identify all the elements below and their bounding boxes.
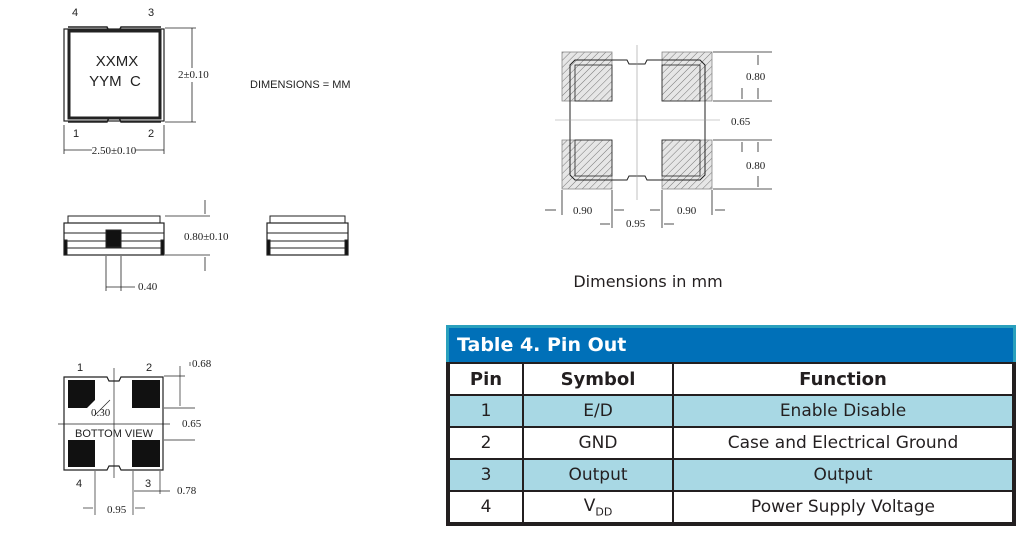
pin-label-2: 2	[148, 128, 154, 140]
land-pattern-caption: Dimensions in mm	[573, 272, 723, 291]
pin-cell: 3	[448, 458, 524, 492]
bottom-view: 1 2 3 4 BOTTOM VIEW 0.68 0.65 0.78 0.95 …	[58, 358, 212, 516]
bottom-pin-label-2: 2	[146, 362, 152, 374]
symbol-cell: VDD	[522, 490, 674, 524]
function-cell: Power Supply Voltage	[672, 490, 1014, 524]
land-dim-0-95: 0.95	[626, 218, 646, 230]
symbol-cell: E/D	[522, 394, 674, 428]
pin-label-1: 1	[73, 128, 79, 140]
dim-0-65: 0.65	[182, 418, 202, 430]
pin-cell: 1	[448, 394, 524, 428]
height-dim: 2±0.10	[178, 69, 209, 81]
table-row: 4 VDD Power Supply Voltage	[448, 490, 1014, 524]
land-dim-0-65: 0.65	[731, 116, 751, 128]
pin-cell: 4	[448, 490, 524, 524]
dim-0-30: 0.30	[91, 407, 111, 419]
table-header-row: Pin Symbol Function	[448, 362, 1014, 396]
width-dim: 2.50±0.10	[92, 145, 137, 157]
symbol-subscript: DD	[595, 505, 613, 519]
function-cell: Enable Disable	[672, 394, 1014, 428]
land-dim-0-80-top: 0.80	[746, 71, 766, 83]
table-row: 1 E/D Enable Disable	[448, 394, 1014, 428]
table-row: 2 GND Case and Electrical Ground	[448, 426, 1014, 460]
dimensions-note: DIMENSIONS = MM	[250, 79, 351, 91]
dim-0-68: 0.68	[192, 358, 212, 370]
symbol-cell: GND	[522, 426, 674, 460]
pad-width-dim: 0.40	[138, 281, 158, 293]
symbol-main: V	[583, 495, 596, 516]
bottom-pin-label-3: 3	[145, 478, 151, 490]
land-dim-0-90-left: 0.90	[573, 205, 593, 217]
top-view: XXMX YYM C 1 2 3 4 2±0.10 2.50±0.10	[63, 7, 209, 157]
side-view-front	[63, 200, 210, 291]
marking-line-1: XXMX	[96, 53, 139, 70]
land-pattern: 0.80 0.65 0.80 0.90 0.90 0.95	[545, 45, 772, 230]
function-cell: Case and Electrical Ground	[672, 426, 1014, 460]
bottom-pin-label-4: 4	[76, 478, 82, 490]
symbol-cell: Output	[522, 458, 674, 492]
bottom-view-label: BOTTOM VIEW	[75, 428, 154, 440]
table-title: Table 4. Pin Out	[446, 325, 1016, 362]
land-dim-0-80-bottom: 0.80	[746, 160, 766, 172]
header-symbol: Symbol	[522, 362, 674, 396]
bottom-pin-label-1: 1	[77, 362, 83, 374]
land-dim-0-90-right: 0.90	[677, 205, 697, 217]
pin-label-4: 4	[72, 7, 78, 19]
thickness-dim: 0.80±0.10	[184, 231, 229, 243]
marking-line-2: YYM C	[89, 73, 141, 90]
dim-0-95: 0.95	[107, 504, 127, 516]
header-pin: Pin	[448, 362, 524, 396]
side-view-right	[266, 215, 349, 256]
header-function: Function	[672, 362, 1014, 396]
pin-out-table: Table 4. Pin Out Pin Symbol Function 1 E…	[446, 325, 1016, 526]
pin-cell: 2	[448, 426, 524, 460]
pin-label-3: 3	[148, 7, 154, 19]
table-row: 3 Output Output	[448, 458, 1014, 492]
function-cell: Output	[672, 458, 1014, 492]
dim-0-78: 0.78	[177, 485, 197, 497]
